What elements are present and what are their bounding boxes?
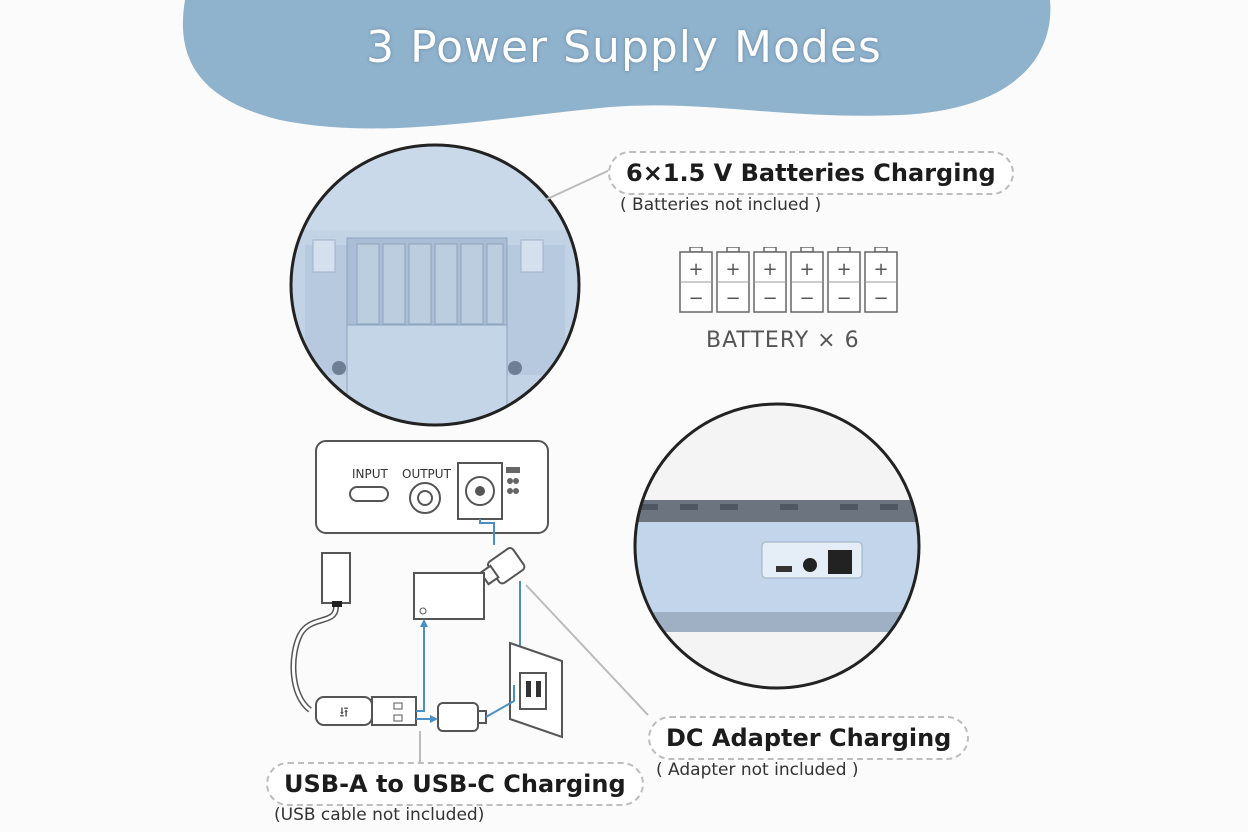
- title-banner: [182, 0, 1051, 129]
- battery-mode-label: 6×1.5 V Batteries Charging: [608, 151, 1014, 195]
- power-adapter-icon: [413, 572, 485, 620]
- battery-minus-symbol: −: [873, 288, 888, 309]
- dc-plug-icon: [479, 547, 526, 586]
- battery-icon: +−: [864, 246, 898, 313]
- dc-port-photo: [633, 402, 921, 690]
- usb-a-plug-icon: ⭿: [315, 696, 417, 726]
- battery-compartment-photo: [289, 143, 581, 427]
- battery-minus-symbol: −: [762, 288, 777, 309]
- battery-count-label: BATTERY × 6: [706, 328, 860, 353]
- battery-icons: +−+−+−+−+−+−: [679, 246, 898, 313]
- battery-plus-symbol: +: [688, 259, 703, 280]
- wall-socket-icon: [509, 641, 563, 739]
- battery-plus-symbol: +: [762, 259, 777, 280]
- dc-mode-label: DC Adapter Charging: [648, 716, 970, 760]
- battery-minus-symbol: −: [688, 288, 703, 309]
- battery-icon: +−: [679, 246, 713, 313]
- battery-plus-symbol: +: [836, 259, 851, 280]
- page-title: 3 Power Supply Modes: [366, 22, 882, 73]
- battery-icon: +−: [753, 246, 787, 313]
- battery-icon: +−: [790, 246, 824, 313]
- battery-mode-note: ( Batteries not inclued ): [620, 195, 822, 215]
- battery-minus-symbol: −: [799, 288, 814, 309]
- usb-c-plug-icon: [321, 552, 351, 604]
- battery-icon-row: +−+−+−+−+−+−: [678, 246, 908, 317]
- usb-mode-label: USB-A to USB-C Charging: [266, 762, 644, 806]
- battery-leader-line: [544, 168, 613, 201]
- battery-icon: +−: [716, 246, 750, 313]
- battery-minus-symbol: −: [725, 288, 740, 309]
- wiring-diagram: ⭿: [290, 440, 649, 765]
- battery-icon: +−: [827, 246, 861, 313]
- battery-plus-symbol: +: [725, 259, 740, 280]
- input-port-label: INPUT: [352, 467, 388, 481]
- svg-text:⭿: ⭿: [339, 705, 348, 721]
- output-port-label: OUTPUT: [402, 467, 451, 481]
- battery-plus-symbol: +: [873, 259, 888, 280]
- usb-c-port-icon: [349, 486, 389, 502]
- battery-minus-symbol: −: [836, 288, 851, 309]
- usb-mode-note: (USB cable not included): [274, 805, 485, 825]
- battery-plus-symbol: +: [799, 259, 814, 280]
- usb-charger-icon: [437, 702, 479, 732]
- dc-mode-note: ( Adapter not included ): [656, 760, 859, 780]
